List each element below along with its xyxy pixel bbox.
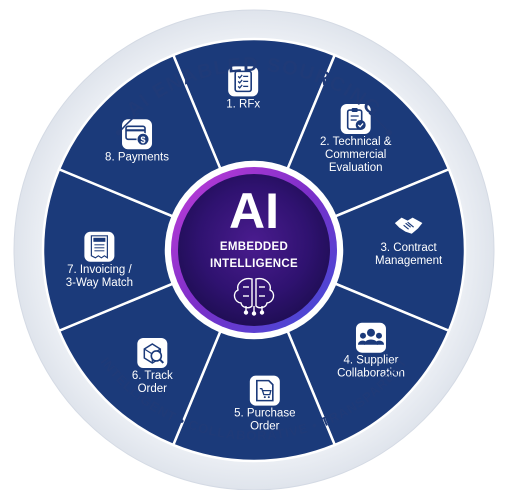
segment-7-label-line-1: 7. Invoicing / xyxy=(67,264,132,276)
hub-subtitle-line1: EMBEDDED xyxy=(220,241,288,253)
segment-4-label-line-2: Collaboration xyxy=(337,368,405,380)
segment-7-label-line-2: 3-Way Match xyxy=(66,277,133,289)
segment-5-label-line-2: Order xyxy=(250,421,280,433)
credit-card-icon: $ xyxy=(125,125,150,146)
segments-group: 1. RFx 2. Technical &CommercialEvaluation… xyxy=(41,37,467,463)
segment-4-label-line-1: 4. Supplier xyxy=(343,355,398,367)
segment-1-label-line-1: 1. RFx xyxy=(226,98,260,110)
people-group-badge xyxy=(355,322,386,353)
cart-document-icon xyxy=(256,379,274,402)
segment-6-label-line-1: 6. Track xyxy=(132,370,173,382)
people-group-icon xyxy=(357,328,384,345)
segment-3-label-line-2: Management xyxy=(375,255,443,267)
segment-2-label-line-1: 2. Technical & xyxy=(320,136,392,148)
package-search-icon xyxy=(143,343,165,364)
segment-3-label-line-1: 3. Contract xyxy=(380,242,437,254)
segment-7: 7. Invoicing /3-Way Match xyxy=(41,167,175,333)
segment-8-label-line-1: 8. Payments xyxy=(105,151,169,163)
center-hub: AI EMBEDDED INTELLIGENCE xyxy=(166,162,342,338)
handshake-icon xyxy=(394,217,423,234)
segment-5-label-line-1: 5. Purchase xyxy=(234,408,295,420)
top-arc-dot-1 xyxy=(115,129,122,136)
top-arc-dot-2 xyxy=(386,129,393,136)
hub-subtitle-line2: INTELLIGENCE xyxy=(210,258,298,270)
brain-circuit-icon xyxy=(233,277,275,316)
segment-2-label-line-3: Evaluation xyxy=(329,162,383,174)
checklist-icon xyxy=(234,70,252,93)
clipboard-check-icon xyxy=(346,108,366,131)
top-arc-decoration xyxy=(115,112,393,136)
invoice-icon xyxy=(90,235,108,259)
hub-title: AI xyxy=(229,183,279,239)
segment-2-label-line-2: Commercial xyxy=(325,149,386,161)
segment-6-label-line-2: Order xyxy=(138,383,168,395)
svg-text:$: $ xyxy=(141,135,146,145)
hub-core xyxy=(178,174,330,326)
